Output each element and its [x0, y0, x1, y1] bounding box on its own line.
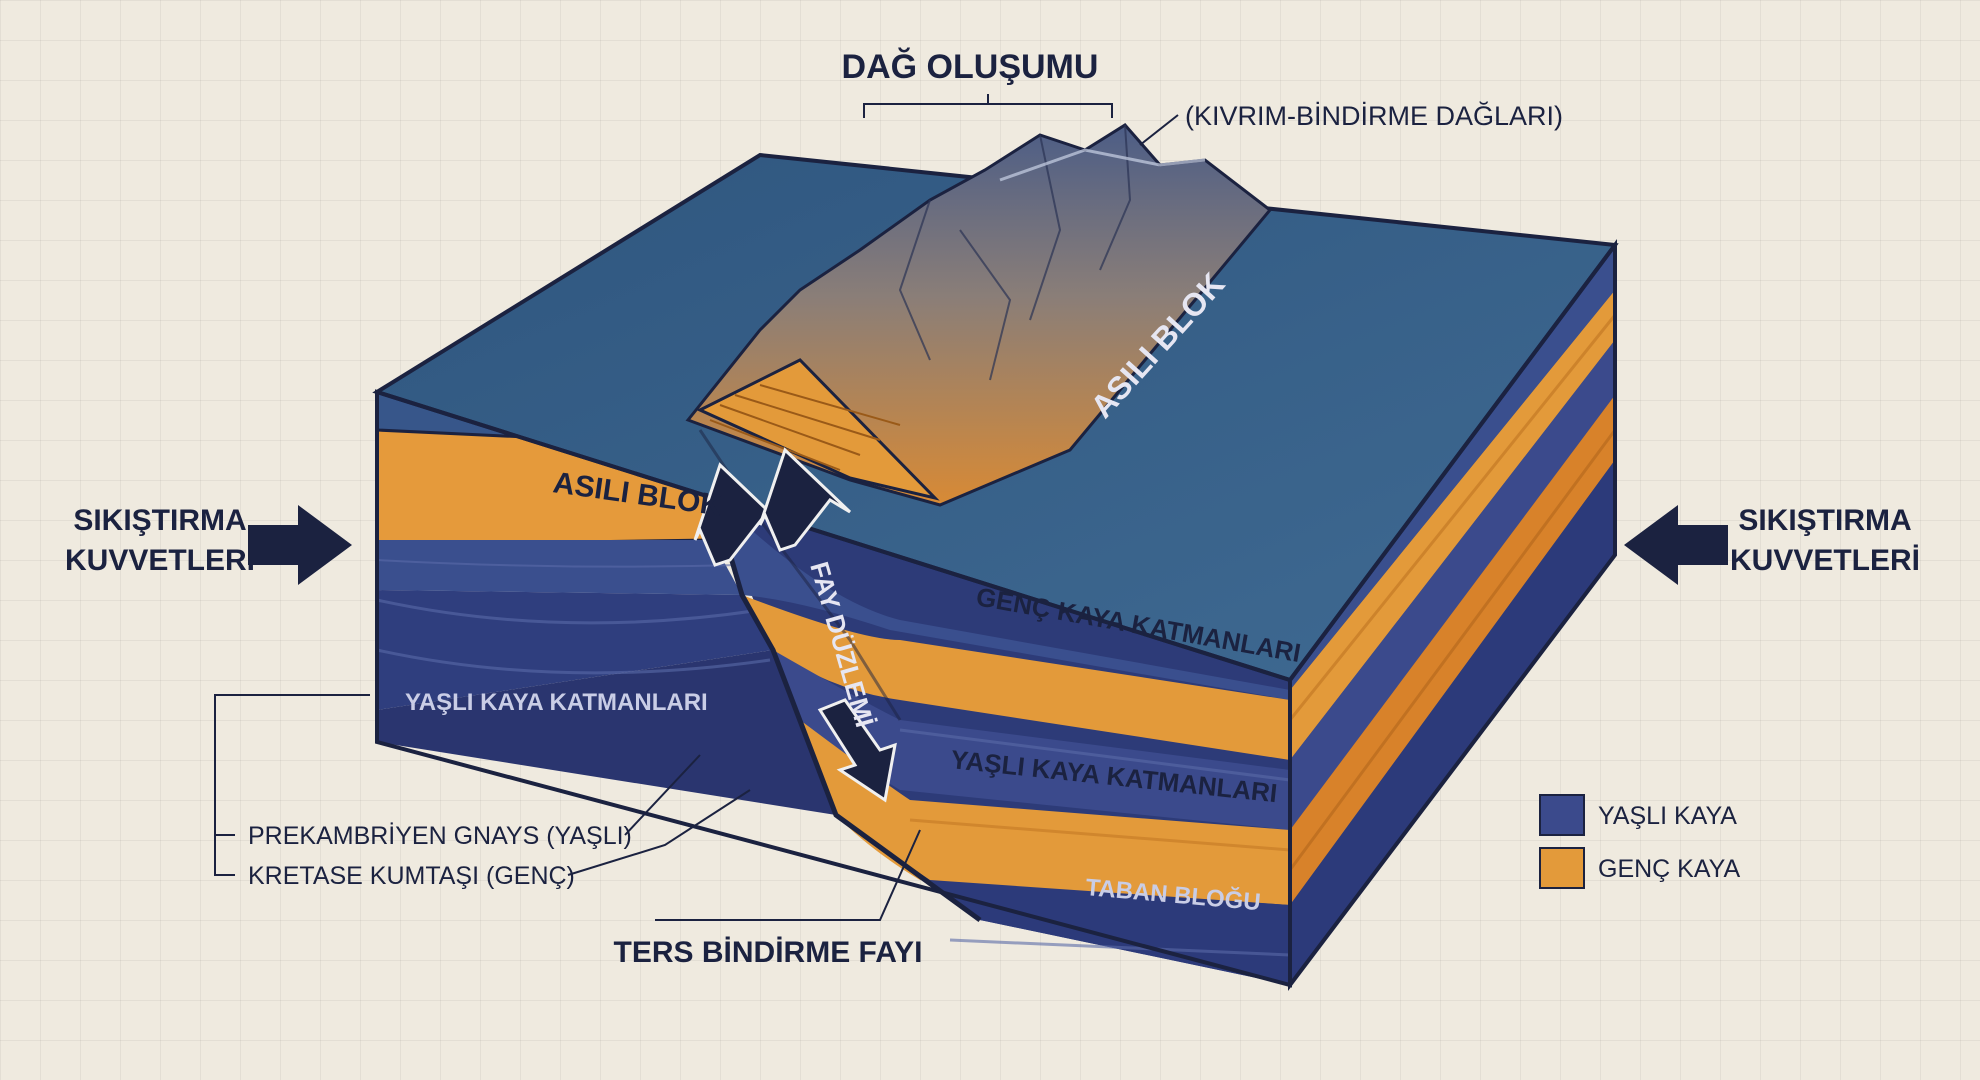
fault-type-label: TERS BİNDİRME FAYI	[614, 936, 923, 969]
hanging-wall-front	[375, 392, 836, 815]
hanging-wall-motion-arrows	[693, 447, 852, 567]
legend-swatch-young-rock	[1539, 847, 1585, 889]
subtitle: (KIVRIM-BİNDİRME DAĞLARI)	[1185, 100, 1563, 131]
side-outline	[1288, 238, 1617, 991]
legend: YAŞLI KAYA GENÇ KAYA	[1539, 794, 1740, 889]
fault-type-leader	[655, 829, 921, 921]
right-force-line2: KUVVETLERİ	[1730, 544, 1920, 577]
legend-label-old-rock: YAŞLI KAYA	[1598, 802, 1737, 830]
left-force-line2: KUVVETLERİ	[65, 544, 255, 577]
old-layers-left-label: YAŞLI KAYA KATMANLARI	[405, 689, 708, 716]
left-force-arrow-icon	[248, 505, 352, 585]
title: DAĞ OLUŞUMU	[842, 48, 1099, 86]
legend-swatch-old-rock	[1539, 794, 1585, 836]
cretaceous-leader	[567, 789, 751, 876]
cretaceous-label: KRETASE KUMTAŞI (GENÇ)	[248, 862, 575, 890]
left-force-line1: SIKIŞTIRMA	[73, 504, 246, 537]
mountain-range	[685, 123, 1273, 507]
subtitle-leader	[1139, 114, 1179, 146]
right-force-arrow-icon	[1624, 505, 1728, 585]
title-bracket	[863, 94, 1113, 118]
precambrian-label: PREKAMBRİYEN GNAYS (YAŞLI)	[248, 821, 632, 850]
callout-bracket	[214, 694, 370, 876]
right-side-face	[1288, 245, 1617, 985]
right-force-line1: SIKIŞTIRMA	[1738, 504, 1911, 537]
precambrian-leader	[624, 754, 701, 836]
footwall-motion-arrow	[817, 698, 897, 803]
legend-label-young-rock: GENÇ KAYA	[1598, 855, 1740, 883]
footwall-front	[688, 420, 1291, 985]
